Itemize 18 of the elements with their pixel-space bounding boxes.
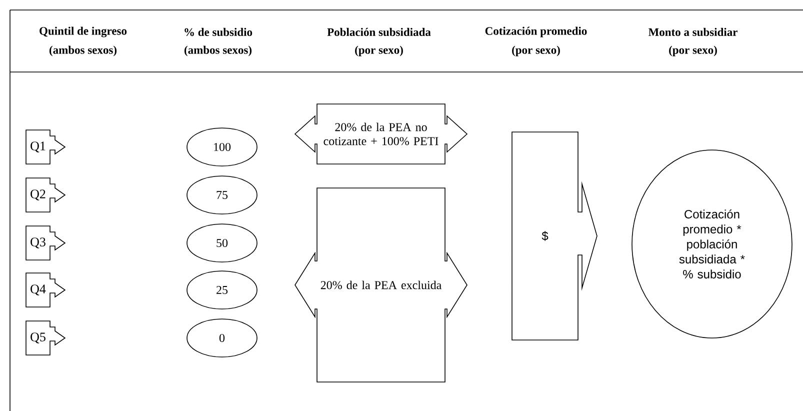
column-header: Monto a subsidiar bbox=[648, 28, 738, 36]
column-header: (ambos sexos) bbox=[184, 46, 252, 56]
quintile-arrow-box: Q1 bbox=[26, 130, 66, 164]
arrow-box: $ bbox=[512, 132, 598, 340]
quintile-arrow-box: Q2 bbox=[26, 178, 66, 212]
column-header: (ambos sexos) bbox=[50, 46, 117, 56]
column-header: (por sexo) bbox=[355, 46, 403, 56]
column-header: Población subsidiada bbox=[327, 28, 431, 36]
column-header: Cotización promedio bbox=[485, 26, 587, 38]
quintile-arrow-box: Q4 bbox=[26, 272, 66, 308]
quintile-arrow-box: Q5 bbox=[26, 320, 66, 356]
column-header: % de subsidio bbox=[184, 28, 252, 36]
double-arrow-box: 20% de la PEA excluida bbox=[294, 188, 468, 382]
quintile-arrow-box: Q3 bbox=[26, 226, 66, 260]
column-header: Quintil de ingreso bbox=[40, 26, 127, 38]
column-header: (por sexo) bbox=[512, 46, 560, 56]
column-header: (por sexo) bbox=[669, 46, 717, 56]
double-arrow-box: 20% de la PEA no cotizante + 100% PETI bbox=[294, 104, 468, 164]
